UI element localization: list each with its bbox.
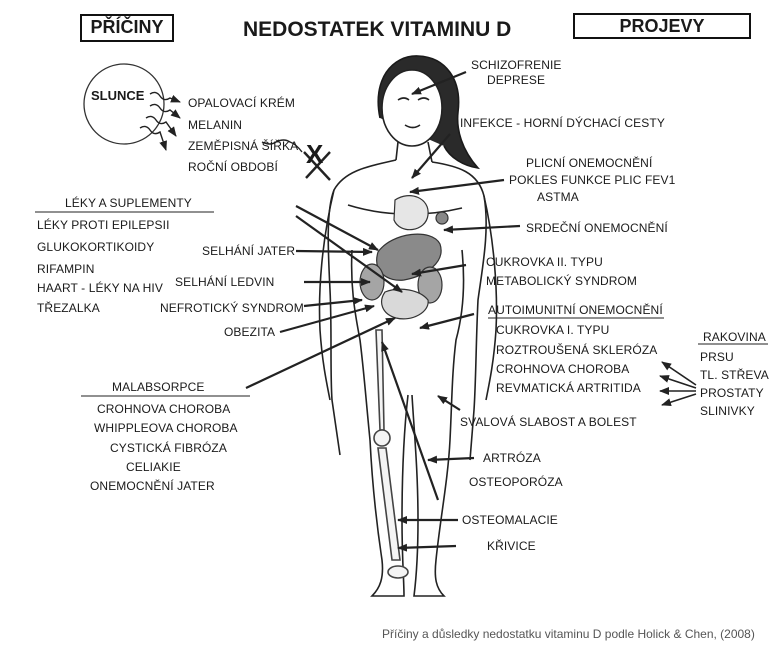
leg-bone-skeleton (373, 329, 409, 579)
sun-rays (139, 91, 303, 153)
cancer-item: PRSU (700, 350, 734, 364)
autoimmune-item: REVMATICKÁ ARTRITIDA (496, 381, 641, 395)
cancer-item: TL. STŘEVA (700, 368, 769, 382)
sun-blocked-arrow (303, 151, 331, 181)
sun-blocked-x: X (306, 139, 324, 169)
human-body-figure (318, 55, 498, 597)
effect-bone: ARTRÓZA (483, 451, 541, 465)
drugs-header: LÉKY A SUPLEMENTY (65, 196, 192, 210)
drug-item: LÉKY PROTI EPILEPSII (37, 218, 170, 232)
malabsorption-item: CELIAKIE (126, 460, 181, 474)
autoimmune-item: CROHNOVA CHOROBA (496, 362, 630, 376)
effect-bone: OSTEOPORÓZA (469, 475, 563, 489)
cancer-item: SLINIVKY (700, 404, 755, 418)
effect-muscle: SVALOVÁ SLABOST A BOLEST (460, 415, 637, 429)
intestines (381, 288, 429, 320)
sun-factor: ZEMĚPISNÁ ŠÍŘKA (188, 139, 299, 153)
effect-lung: POKLES FUNKCE PLIC FEV1 (509, 173, 676, 187)
cause-arrows (245, 205, 403, 389)
autoimmune-item: ROZTROUŠENÁ SKLERÓZA (496, 343, 658, 357)
autoimmune-item: CUKROVKA I. TYPU (496, 323, 610, 337)
header-underlines (35, 211, 768, 397)
effect-depression: DEPRESE (487, 73, 546, 87)
effect-lung: PLICNÍ ONEMOCNĚNÍ (526, 156, 653, 170)
effect-lung: ASTMA (537, 190, 579, 204)
right-kidney (417, 266, 443, 304)
drug-item: HAART - LÉKY NA HIV (37, 281, 163, 295)
heart (393, 195, 429, 231)
sun-factor: MELANIN (188, 118, 243, 132)
drug-item: GLUKOKORTIKOIDY (37, 240, 155, 254)
effect-heart: SRDEČNÍ ONEMOCNĚNÍ (526, 221, 668, 235)
autoimmune-header: AUTOIMUNITNÍ ONEMOCNĚNÍ (488, 303, 663, 317)
malabsorption-item: WHIPPLEOVA CHOROBA (94, 421, 238, 435)
sun-factor: OPALOVACÍ KRÉM (188, 96, 295, 110)
cause-obesity: OBEZITA (224, 325, 276, 339)
malabsorption-item: ONEMOCNĚNÍ JATER (90, 479, 215, 493)
effect-infection: INFEKCE - HORNÍ DÝCHACÍ CESTY (460, 116, 665, 130)
effect-schizophrenia: SCHIZOFRENIE (471, 58, 562, 72)
malabsorption-header: MALABSORPCE (112, 380, 205, 394)
causes-header: PŘÍČINY (90, 17, 164, 37)
effects-header: PROJEVY (619, 16, 705, 36)
cancer-item: PROSTATY (700, 386, 764, 400)
malabsorption-item: CROHNOVA CHOROBA (97, 402, 231, 416)
effects-header-box: PROJEVY (573, 13, 751, 39)
figure-caption: Příčiny a důsledky nedostatku vitaminu D… (382, 627, 755, 641)
cause-kidney-failure: SELHÁNÍ LEDVIN (175, 275, 275, 289)
effect-bone: KŘIVICE (487, 539, 536, 553)
causes-header-box: PŘÍČINY (80, 14, 174, 42)
effect-arrows (380, 70, 521, 552)
cause-nephrotic-syndrome: NEFROTICKÝ SYNDROM (160, 301, 304, 315)
effect-metabolic: METABOLICKÝ SYNDROM (486, 274, 638, 288)
sun-label: SLUNCE (91, 88, 145, 103)
nipple (435, 211, 449, 225)
effect-diabetes2: CUKROVKA II. TYPU (486, 255, 603, 269)
drug-item: RIFAMPIN (37, 262, 95, 276)
cancer-arrows (659, 361, 697, 407)
drug-item: TŘEZALKA (37, 301, 100, 315)
malabsorption-item: CYSTICKÁ FIBRÓZA (110, 441, 227, 455)
cause-liver-failure: SELHÁNÍ JATER (202, 244, 296, 258)
cancer-header: RAKOVINA (703, 330, 766, 344)
internal-organs (359, 195, 449, 320)
sun-circle (83, 63, 165, 145)
effect-bone: OSTEOMALACIE (462, 513, 558, 527)
sun-factor: ROČNÍ OBDOBÍ (188, 160, 278, 174)
page-title: NEDOSTATEK VITAMINU D (243, 18, 512, 41)
